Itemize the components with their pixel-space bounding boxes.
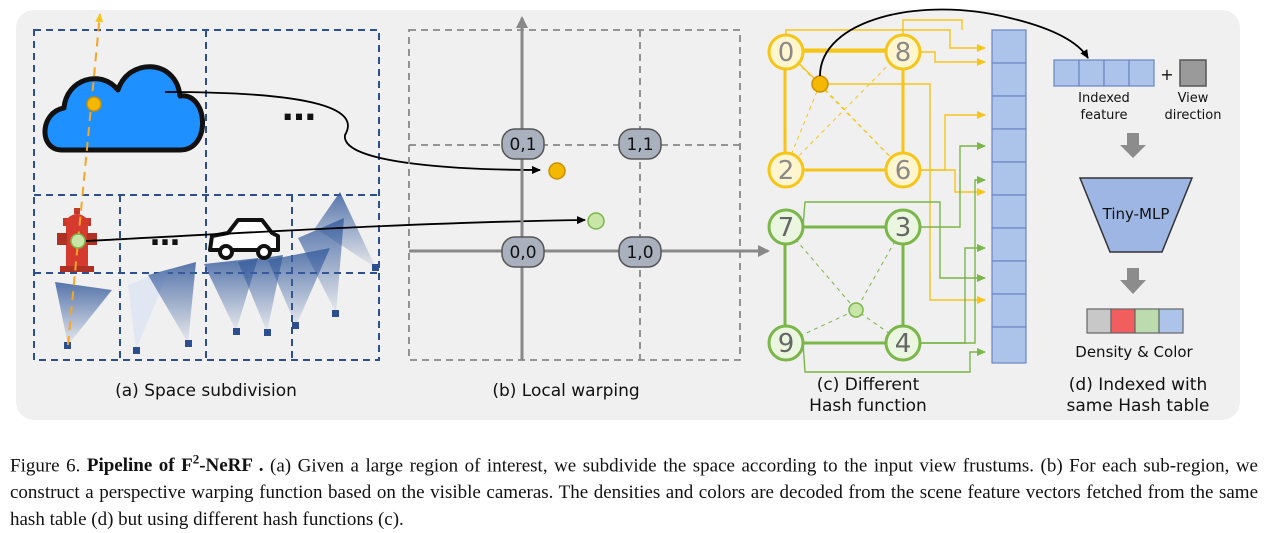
svg-text:2: 2 xyxy=(778,156,795,186)
fire-hydrant-icon xyxy=(57,208,97,272)
warp-arrow-green-point xyxy=(85,216,586,242)
svg-text:6: 6 xyxy=(895,156,912,186)
indexed-feature-vector xyxy=(1053,59,1155,87)
hash-node-9: 9 xyxy=(767,324,805,362)
panel-b-caption: (b) Local warping xyxy=(492,381,639,401)
sample-point-green xyxy=(70,233,86,249)
panel-d-caption-line2: same Hash table xyxy=(1067,396,1210,416)
svg-text:0: 0 xyxy=(778,38,795,68)
camera-ray xyxy=(67,13,104,346)
panel-d-decoder: + Indexed feature View direction Tiny-ML… xyxy=(1053,59,1222,361)
warped-point-yellow xyxy=(548,162,566,180)
indexed-feature-label-line1: Indexed xyxy=(1078,91,1130,106)
tiny-mlp-block xyxy=(1078,177,1194,253)
grid-vertex-0-0: 0,0 xyxy=(501,236,545,268)
svg-text:3: 3 xyxy=(895,213,912,243)
hash-node-4: 4 xyxy=(884,324,922,362)
figure-caption: Figure 6. Pipeline of F2-NeRF . (a) Give… xyxy=(10,446,1258,533)
panel-d-caption-line1: (d) Indexed with xyxy=(1069,375,1207,395)
plus-sign: + xyxy=(1160,65,1173,84)
hash-table xyxy=(991,29,1027,364)
caption-body: (a) Given a large region of interest, we… xyxy=(10,455,1258,531)
tiny-mlp-label: Tiny-MLP xyxy=(1102,205,1170,223)
panel-a-space-subdivision xyxy=(33,29,380,361)
hash-node-3: 3 xyxy=(884,208,922,246)
warp-arrow-yellow-point xyxy=(164,91,541,174)
down-arrow-2 xyxy=(1120,268,1146,294)
query-point-yellow xyxy=(811,75,829,93)
sample-point-yellow xyxy=(86,96,102,112)
figure-background xyxy=(16,10,1240,420)
panel-c-caption-line1: (c) Different xyxy=(817,375,920,395)
svg-text:4: 4 xyxy=(895,329,912,359)
ellipsis-top: … xyxy=(282,89,316,129)
feature-fetch-arrow xyxy=(819,8,1089,77)
density-color-output xyxy=(1086,308,1184,334)
svg-text:0,0: 0,0 xyxy=(509,243,536,263)
grid-vertex-0-1: 0,1 xyxy=(501,128,545,160)
svg-text:7: 7 xyxy=(778,213,795,243)
hash-node-6: 6 xyxy=(884,151,922,189)
hash-node-8: 8 xyxy=(884,33,922,71)
pipeline-figure: … … (a) Space subdivision 0,1 1,1 0,0 1,… xyxy=(16,8,1240,420)
hash-node-2: 2 xyxy=(767,151,805,189)
density-color-label: Density & Color xyxy=(1075,343,1193,361)
hash-node-7: 7 xyxy=(767,208,805,246)
indexed-feature-label-line2: feature xyxy=(1081,108,1128,123)
view-direction-label-line1: View xyxy=(1178,91,1209,106)
grid-vertex-1-1: 1,1 xyxy=(618,128,662,160)
svg-text:9: 9 xyxy=(778,329,795,359)
panel-c-caption-line2: Hash function xyxy=(809,396,927,416)
down-arrow-1 xyxy=(1120,133,1146,158)
camera-frustum-icon xyxy=(55,192,379,354)
caption-prefix: Figure 6. xyxy=(10,455,87,477)
svg-text:0,1: 0,1 xyxy=(509,135,536,155)
svg-text:8: 8 xyxy=(895,38,912,68)
hash-node-0: 0 xyxy=(767,33,805,71)
cloud-icon xyxy=(42,64,205,153)
view-direction-label-line2: direction xyxy=(1165,108,1222,123)
svg-text:1,0: 1,0 xyxy=(626,243,653,263)
panel-b-local-warping: 0,1 1,1 0,0 1,0 xyxy=(408,16,770,361)
view-direction-box xyxy=(1179,59,1207,87)
panel-c-hash-functions: 0 8 2 6 7 3 9 4 xyxy=(767,19,986,373)
panel-a-caption: (a) Space subdivision xyxy=(115,381,297,401)
caption-title: Pipeline of F2-NeRF . xyxy=(86,452,264,477)
grid-vertex-1-0: 1,0 xyxy=(618,236,662,268)
svg-text:1,1: 1,1 xyxy=(626,135,653,155)
warped-point-green xyxy=(587,212,605,230)
query-point-green xyxy=(848,302,864,318)
